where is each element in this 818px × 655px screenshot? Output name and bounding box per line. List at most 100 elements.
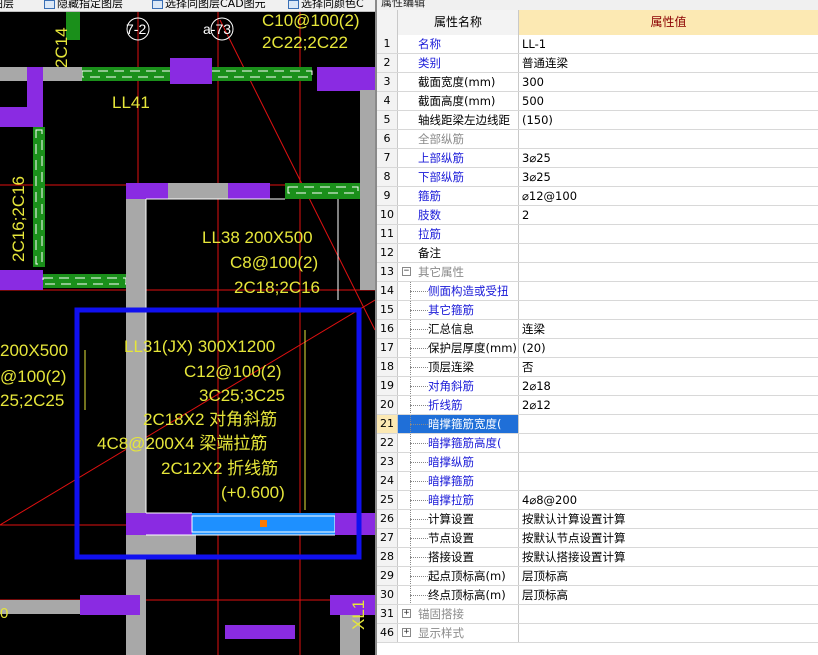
property-value-cell[interactable]: 3⌀25 (522, 170, 551, 184)
property-name-cell[interactable]: 其它箍筋 (398, 301, 519, 319)
expand-icon[interactable]: + (402, 608, 411, 618)
property-name-cell[interactable]: −其它属性 (398, 263, 519, 281)
property-name-cell[interactable]: 节点设置 (398, 529, 519, 547)
property-value-cell[interactable]: 层顶标高 (522, 569, 568, 583)
selection-box[interactable] (74, 307, 362, 560)
cad-drawing[interactable]: C10@100(2) 2C22;2C22 LL41 LL38 200X500 C… (0, 0, 375, 655)
property-value-cell[interactable]: 否 (522, 360, 534, 374)
property-value-cell[interactable]: 4⌀8@200 (522, 493, 578, 507)
property-value-cell[interactable] (519, 282, 818, 300)
property-name-cell[interactable]: 暗撑拉筋 (398, 491, 519, 509)
property-name-cell[interactable]: 类别 (398, 54, 519, 72)
property-name-cell[interactable]: 上部纵筋 (398, 149, 519, 167)
toolbar-select-layer-button[interactable]: 选择同图层CAD图元 (152, 0, 266, 11)
property-value-cell[interactable]: LL-1 (522, 37, 547, 51)
property-value-cell[interactable]: 300 (522, 75, 544, 89)
property-row[interactable]: 13−其它属性 (377, 263, 818, 282)
property-name-cell[interactable]: 计算设置 (398, 510, 519, 528)
property-value-cell[interactable] (519, 605, 818, 623)
property-value-cell[interactable] (519, 624, 818, 642)
toolbar-hide-layer-button[interactable]: 隐藏指定图层 (44, 0, 123, 11)
property-name-cell[interactable]: 暗撑箍筋高度( (398, 434, 519, 452)
property-name-cell[interactable]: 对角斜筋 (398, 377, 519, 395)
property-name-cell[interactable]: 搭接设置 (398, 548, 519, 566)
property-value-cell[interactable] (519, 434, 818, 452)
property-name-cell[interactable]: 名称 (398, 35, 519, 53)
property-name-cell[interactable]: 汇总信息 (398, 320, 519, 338)
property-name-cell[interactable]: 保护层厚度(mm) (398, 339, 519, 357)
property-name-cell[interactable]: 截面宽度(mm) (398, 73, 519, 91)
property-name-cell[interactable]: 顶层连梁 (398, 358, 519, 376)
property-name-cell[interactable]: 侧面构造或受扭 (398, 282, 519, 300)
property-name-cell[interactable]: +锚固搭接 (398, 605, 519, 623)
property-row[interactable]: 46+显示样式 (377, 624, 818, 643)
header-property-value[interactable]: 属性值 (519, 10, 818, 35)
property-name-cell[interactable]: 起点顶标高(m) (398, 567, 519, 585)
property-name-cell[interactable]: 终点顶标高(m) (398, 586, 519, 604)
cad-canvas[interactable]: C10@100(2) 2C22;2C22 LL41 LL38 200X500 C… (0, 0, 375, 655)
header-property-name[interactable]: 属性名称 (398, 10, 519, 35)
expand-icon[interactable]: + (402, 627, 411, 637)
property-value-cell[interactable]: 500 (522, 94, 544, 108)
property-name-cell[interactable]: 拉筋 (398, 225, 519, 243)
property-value-cell[interactable] (519, 263, 818, 281)
property-value-cell[interactable]: 按默认节点设置计算 (522, 531, 626, 545)
property-value-cell[interactable]: ⌀12@100 (522, 189, 578, 203)
property-value-cell[interactable] (519, 453, 818, 471)
property-value-cell[interactable]: (150) (522, 113, 553, 127)
toolbar-layer-button[interactable]: 图层 (0, 0, 14, 10)
property-value-cell[interactable]: 连梁 (522, 322, 545, 336)
property-value-cell[interactable]: 2 (522, 208, 530, 222)
property-name-cell[interactable]: 箍筋 (398, 187, 519, 205)
beam-grip-marker[interactable] (260, 520, 267, 527)
property-name-cell[interactable]: 暗撑箍筋 (398, 472, 519, 490)
property-value-cell[interactable]: (20) (522, 341, 546, 355)
property-value-cell[interactable]: 3⌀25 (522, 151, 551, 165)
property-value-cell[interactable] (519, 301, 818, 319)
property-name-cell[interactable]: 备注 (398, 244, 519, 262)
property-value-cell[interactable] (519, 415, 818, 433)
property-name-cell[interactable]: 全部纵筋 (398, 130, 519, 148)
property-value-cell[interactable]: 层顶标高 (522, 588, 568, 602)
property-value-cell[interactable]: 2⌀18 (522, 379, 551, 393)
property-row[interactable]: 31+锚固搭接 (377, 605, 818, 624)
property-value-cell[interactable] (519, 244, 818, 262)
property-value-cell[interactable]: 按默认搭接设置计算 (522, 550, 626, 564)
property-value-cell[interactable]: 普通连梁 (522, 56, 568, 70)
toolbar-select-color-button[interactable]: 选择同颜色C (288, 0, 364, 11)
property-value-cell[interactable] (519, 472, 818, 490)
property-value-cell[interactable]: 按默认计算设置计算 (522, 512, 626, 526)
property-value-cell[interactable]: 2⌀12 (522, 398, 551, 412)
property-name-cell[interactable]: 折线筋 (398, 396, 519, 414)
property-value-cell[interactable] (519, 130, 818, 148)
property-name-cell[interactable]: 截面高度(mm) (398, 92, 519, 110)
